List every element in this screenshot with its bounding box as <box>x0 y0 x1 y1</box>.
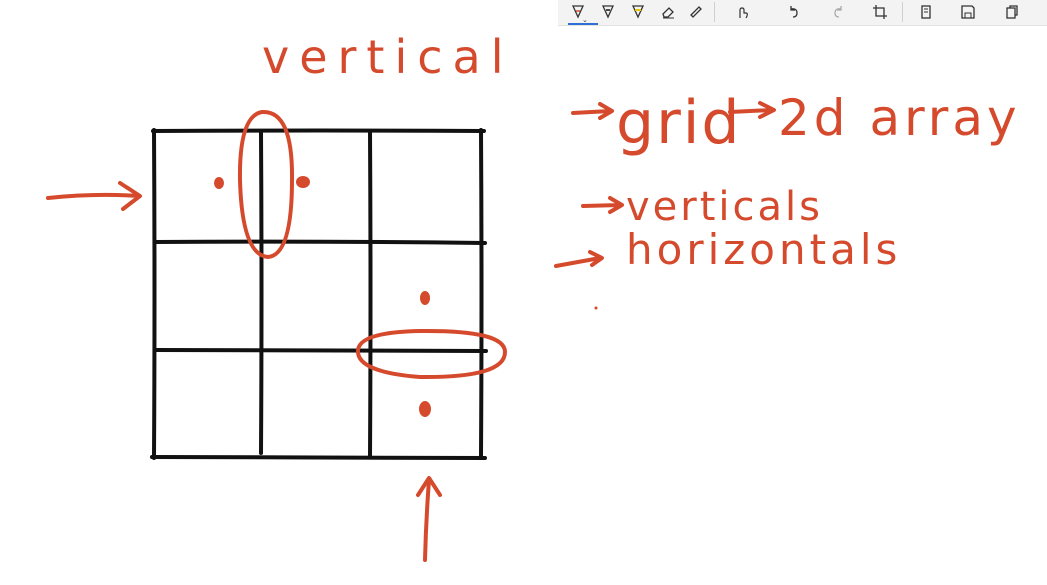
grid-line-bottom <box>150 455 487 460</box>
highlighter-button[interactable] <box>624 0 652 24</box>
grid-line-top <box>151 128 486 133</box>
grid-arrow-annotation <box>571 102 614 120</box>
highlighter-icon <box>631 5 645 19</box>
ink-dots <box>214 176 598 417</box>
share-button[interactable] <box>998 0 1026 24</box>
bottom-arrow-annotation <box>416 476 442 562</box>
active-tool-indicator <box>568 23 598 25</box>
verticals-note: verticals <box>626 184 823 230</box>
grid-3x3 <box>150 128 488 460</box>
ruler-icon <box>690 6 702 18</box>
grid-line-row-1 <box>153 239 487 245</box>
grid-line-row-2 <box>154 348 488 353</box>
ruler-button[interactable] <box>682 0 710 24</box>
grid-line-right <box>479 128 484 459</box>
eraser-icon <box>662 7 674 19</box>
eraser-button[interactable] <box>654 0 682 24</box>
vertical-circle-annotation <box>237 109 295 259</box>
grid-line-col-1 <box>259 130 264 455</box>
redo-icon <box>834 6 842 18</box>
ink-dot <box>419 401 431 417</box>
ink-dot <box>420 291 430 305</box>
save-icon <box>961 5 975 19</box>
chevron-down-icon: ⌄ <box>582 16 588 24</box>
save-button[interactable] <box>954 0 982 24</box>
grid-line-left <box>152 128 157 460</box>
ballpoint-pen-icon <box>571 5 585 19</box>
ink-dot <box>214 177 224 189</box>
vertical-label: vertical <box>262 30 514 84</box>
toolbar-divider <box>714 2 715 22</box>
pencil-icon <box>601 5 615 19</box>
horizontals-note: horizontals <box>626 225 901 274</box>
grid-note: grid <box>616 88 742 158</box>
horizontal-circle-annotation <box>356 328 507 380</box>
array-note: 2d array <box>778 89 1021 147</box>
touch-writing-button[interactable] <box>728 0 756 24</box>
grid-line-col-2 <box>368 129 373 459</box>
undo-icon <box>790 6 798 18</box>
toolbar-divider <box>902 2 903 22</box>
verticals-arrow-annotation <box>581 196 624 214</box>
array-arrow-annotation <box>728 101 776 119</box>
crop-icon <box>873 5 887 19</box>
drawing-toolbar: ⌄ <box>558 0 1047 26</box>
left-arrow-annotation <box>46 181 142 211</box>
redo-button[interactable] <box>824 0 852 24</box>
share-icon <box>1006 5 1018 19</box>
ink-dot <box>594 306 598 310</box>
copy-button[interactable] <box>912 0 940 24</box>
touch-writing-icon <box>739 7 748 19</box>
copy-icon <box>921 5 931 19</box>
ballpoint-pen-button[interactable]: ⌄ <box>564 0 598 25</box>
horizontals-arrow-annotation <box>554 250 604 268</box>
ink-dot <box>296 176 310 188</box>
undo-button[interactable] <box>780 0 808 24</box>
crop-button[interactable] <box>866 0 894 24</box>
pencil-button[interactable] <box>594 0 622 24</box>
